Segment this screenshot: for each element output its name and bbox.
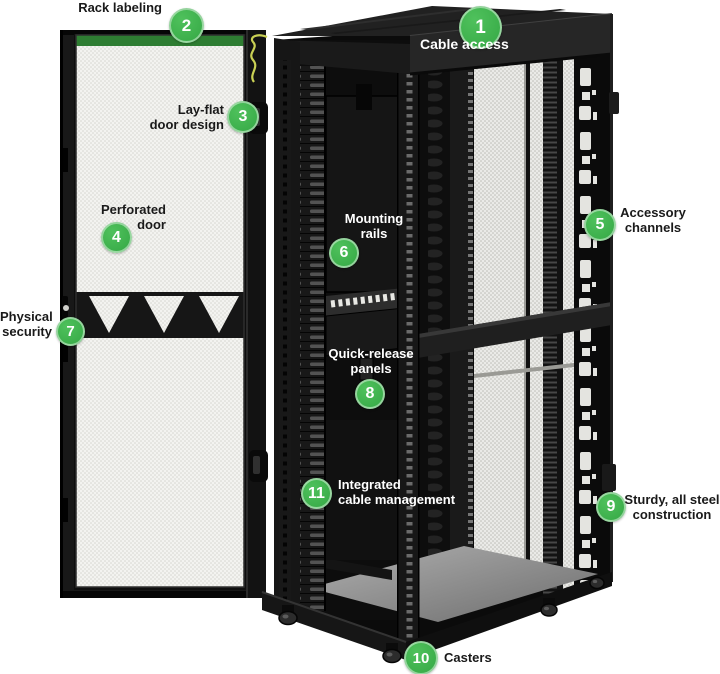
side-brace-beam <box>406 302 612 360</box>
callout-1-label: Cable access <box>420 36 509 52</box>
callout-1-badge: 1 <box>459 6 502 49</box>
callout-11-label: Integrated cable management <box>338 477 456 507</box>
rack-cabinet <box>261 6 619 664</box>
callout-6-badge: 6 <box>329 238 359 268</box>
callout-6-label: Mounting rails <box>344 211 404 241</box>
door-lock-latch <box>62 296 69 318</box>
door-security-band <box>76 292 244 338</box>
quick-release-strip <box>330 292 400 308</box>
side-panel-latch-top <box>609 92 619 114</box>
door-mesh-lower <box>76 338 244 587</box>
callout-9-label: Sturdy, all steel construction <box>624 492 720 522</box>
rear-rail <box>450 30 473 610</box>
callout-11-badge: 11 <box>301 478 332 509</box>
callout-7-label: Physical security <box>0 309 53 339</box>
callout-8-label: Quick-release panels <box>328 346 414 376</box>
front-header <box>274 40 410 74</box>
grounding-wire <box>250 34 268 83</box>
callout-3-badge: 3 <box>227 101 259 133</box>
callout-2-label: Rack labeling <box>78 0 162 15</box>
callout-8-badge: 8 <box>355 379 385 409</box>
callout-3-label: Lay-flat door design <box>149 102 224 132</box>
callout-9-badge: 9 <box>596 492 626 522</box>
callout-4-label: Perforated door <box>100 202 166 232</box>
caster-right <box>540 598 558 617</box>
rack-floor <box>310 546 598 622</box>
callout-5-badge: 5 <box>584 209 616 241</box>
callout-5-label: Accessory channels <box>620 205 686 235</box>
door-mesh-upper <box>76 46 244 292</box>
mounting-rail <box>398 48 418 648</box>
callout-7-badge: 7 <box>56 317 85 346</box>
callout-4-badge: 4 <box>101 222 132 253</box>
caster-rear-right <box>589 576 605 590</box>
base-front-skirt <box>262 592 406 660</box>
callout-10-label: Casters <box>444 650 492 665</box>
side-panel-latch-bottom <box>602 464 616 491</box>
base-right-skirt <box>406 572 612 660</box>
callout-10-badge: 10 <box>404 641 438 674</box>
caster-front-left <box>278 605 298 626</box>
door-label-strip <box>76 35 244 46</box>
caster-front <box>382 643 402 664</box>
rack-interior <box>292 17 612 648</box>
callout-2-badge: 2 <box>169 8 204 43</box>
